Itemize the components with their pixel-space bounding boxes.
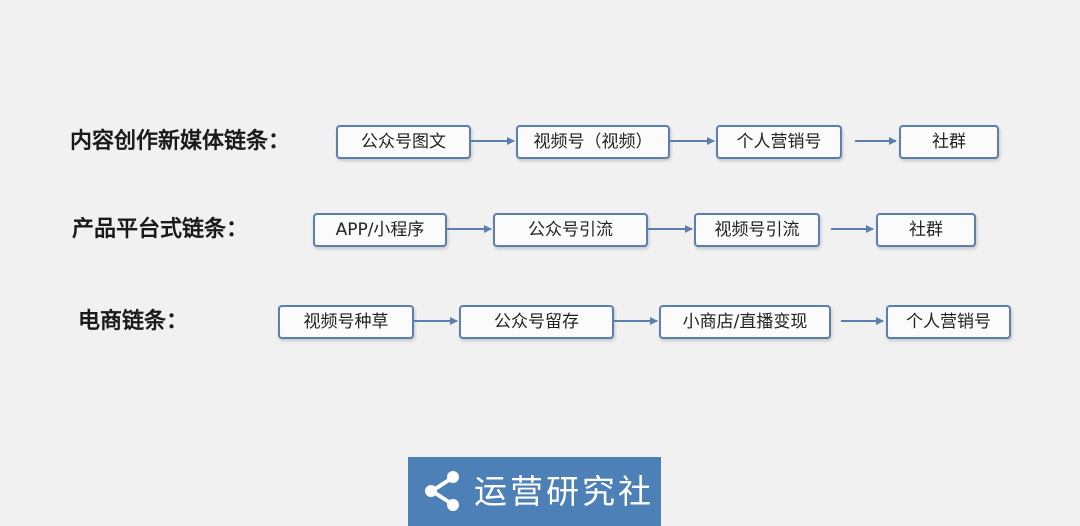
chain-node: 个人营销号 [886,305,1011,339]
chain-node: 公众号引流 [493,213,648,247]
chain-row-platform: 产品平台式链条： APP/小程序 公众号引流 视频号引流 社群 [0,210,1080,250]
chain-node: 个人营销号 [716,125,842,159]
row-label: 产品平台式链条： [72,217,249,242]
chain-node: 社群 [899,125,999,159]
chain-node: 视频号种草 [278,305,414,339]
chain-node: APP/小程序 [313,213,447,247]
chain-node: 公众号图文 [336,125,471,159]
chain-node: 公众号留存 [459,305,614,339]
chain-row-ecommerce: 电商链条： 视频号种草 公众号留存 小商店/直播变现 个人营销号 [0,302,1080,342]
chain-node: 视频号（视频） [516,125,670,159]
share-icon [425,471,459,511]
row-label: 内容创作新媒体链条： [70,129,291,154]
chain-node: 视频号引流 [694,213,820,247]
brand-logo: 运营研究社 [408,457,661,526]
row-label: 电商链条： [78,309,189,334]
brand-name: 运营研究社 [474,472,654,511]
chain-node: 小商店/直播变现 [659,305,831,339]
chain-node: 社群 [876,213,976,247]
chain-row-content: 内容创作新媒体链条： 公众号图文 视频号（视频） 个人营销号 社群 [0,122,1080,162]
